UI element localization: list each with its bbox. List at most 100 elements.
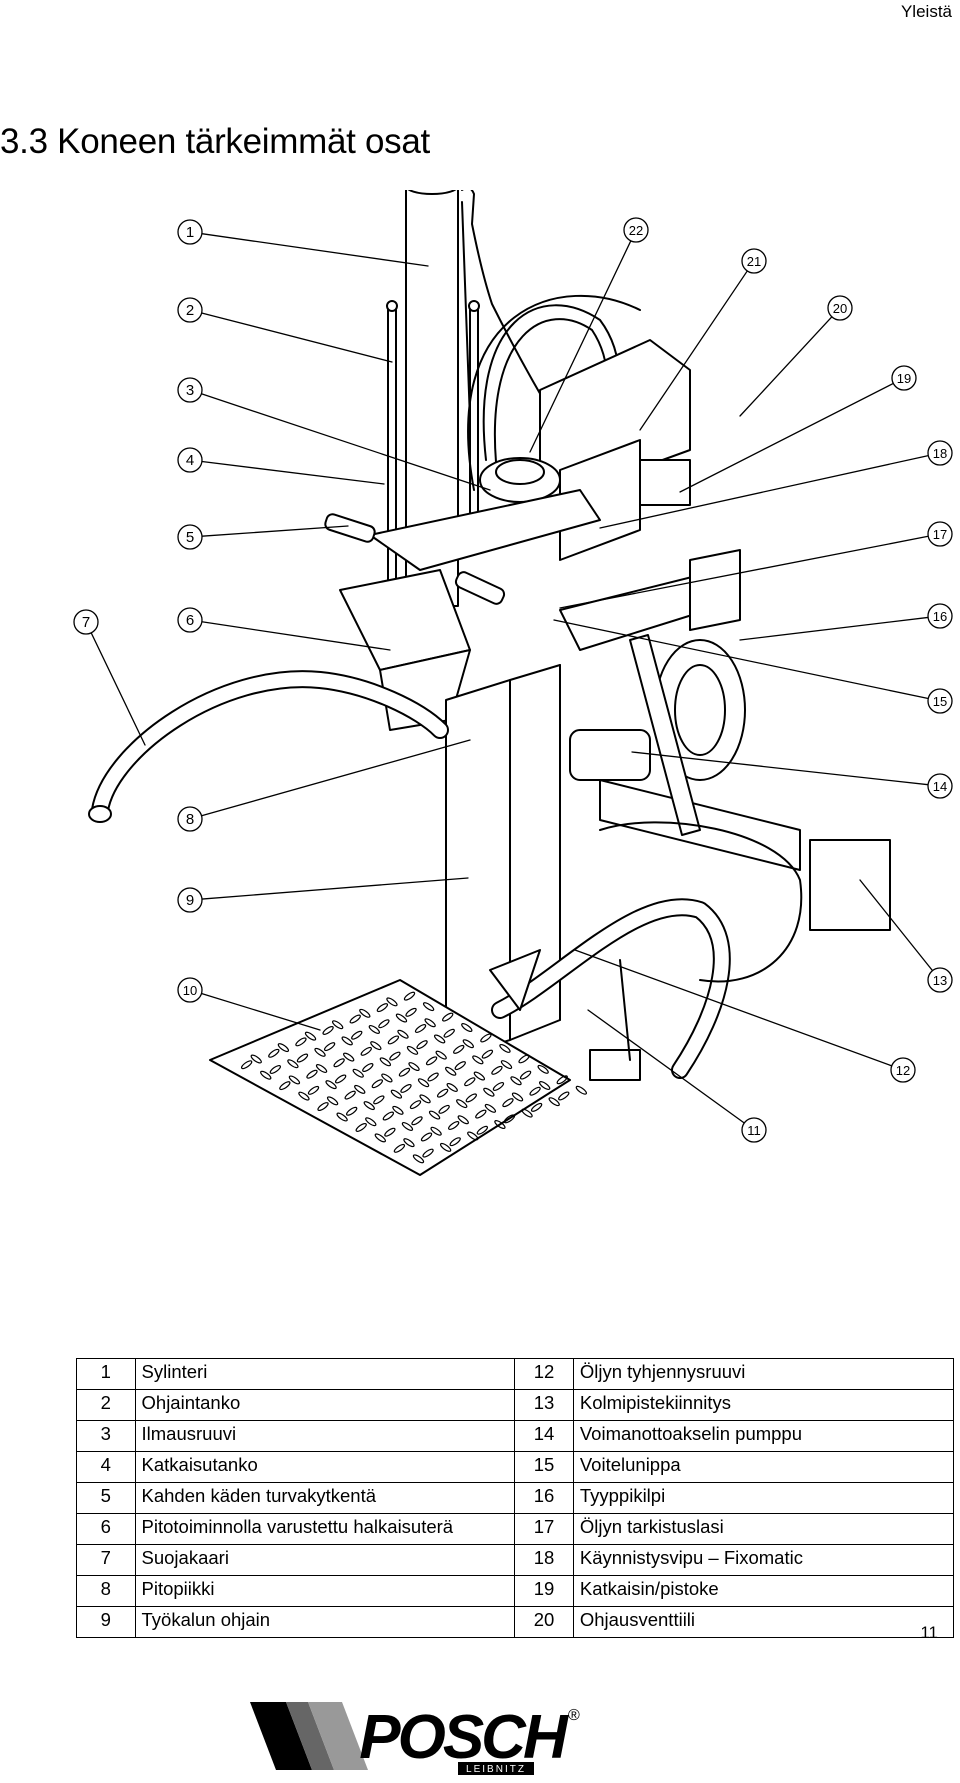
callout-bubble: 11 (741, 1117, 767, 1143)
callout-circle (177, 887, 203, 913)
callout-bubble: 16 (927, 603, 953, 629)
callout-number: 12 (896, 1063, 910, 1078)
callout-bubble: 6 (177, 607, 203, 633)
parts-table-cell-left-num: 8 (76, 1575, 136, 1607)
callout-circle (827, 295, 853, 321)
parts-table-cell-right-name: Voimanottoakselin pumppu (572, 1420, 955, 1452)
parts-table-cell-left-num: 5 (76, 1482, 136, 1514)
callout-number: 6 (186, 612, 194, 629)
callout-circle (927, 688, 953, 714)
callout-leader-line (553, 619, 929, 700)
callout-circle (890, 1057, 916, 1083)
callout-circle (73, 609, 99, 635)
parts-table-cell-left-name: Ohjaintanko (134, 1389, 516, 1421)
callout-bubble: 21 (741, 248, 767, 274)
callout-circle (927, 967, 953, 993)
log-splitter-drawing (88, 190, 891, 1176)
callout-number: 8 (186, 811, 194, 828)
callout-circle (741, 248, 767, 274)
callout-number: 19 (897, 371, 911, 386)
callout-leader-line (587, 1009, 745, 1124)
callout-circle (741, 1117, 767, 1143)
parts-table-cell-left-num: 3 (76, 1420, 136, 1452)
callout-circle (177, 297, 203, 323)
callout-leader-line (679, 382, 894, 493)
callout-bubble: 4 (177, 447, 203, 473)
callout-number: 3 (186, 382, 194, 399)
parts-table-cell-right-name: Ohjausventtiili (572, 1606, 955, 1638)
registered-mark: ® (568, 1707, 580, 1724)
callout-bubble: 22 (623, 217, 649, 243)
callout-number: 13 (933, 973, 947, 988)
callout-number: 21 (747, 254, 761, 269)
posch-logo: POSCH LEIBNITZ ® (250, 1702, 580, 1775)
callout-number: 1 (186, 224, 194, 241)
callout-number: 22 (629, 223, 643, 238)
parts-table-cell-right-num: 19 (514, 1575, 574, 1607)
parts-table-cell-left-num: 7 (76, 1544, 136, 1576)
callout-number: 4 (186, 452, 194, 469)
callout-number: 15 (933, 694, 947, 709)
parts-table-cell-right-name: Tyyppikilpi (572, 1482, 955, 1514)
callout-leader-line (201, 460, 385, 485)
parts-table-cell-right-num: 17 (514, 1513, 574, 1545)
logo-subtext: LEIBNITZ (466, 1764, 526, 1775)
parts-table-cell-right-name: Öljyn tarkistuslasi (572, 1513, 955, 1545)
callout-leader-line (739, 616, 929, 641)
callout-leader-line (201, 621, 391, 651)
callout-bubble: 18 (927, 440, 953, 466)
callout-circle (177, 377, 203, 403)
callout-bubble: 7 (73, 609, 99, 635)
callout-number: 9 (186, 892, 194, 909)
callout-leader-line (631, 751, 929, 786)
parts-table-cell-right-num: 14 (514, 1420, 574, 1452)
parts-table-cell-right-name: Katkaisin/pistoke (572, 1575, 955, 1607)
callout-bubble: 8 (177, 806, 203, 832)
parts-table-cell-left-name: Pitotoiminnolla varustettu halkaisuterä (134, 1513, 516, 1545)
callout-leader-line (201, 525, 349, 537)
callout-number: 11 (747, 1123, 761, 1138)
callout-leader-line (90, 632, 146, 746)
callout-bubble: 14 (927, 773, 953, 799)
callout-bubble: 2 (177, 297, 203, 323)
callout-number: 20 (833, 301, 847, 316)
callout-circle (177, 806, 203, 832)
callout-leader-line (574, 949, 893, 1067)
callout-bubble: 9 (177, 887, 203, 913)
callout-bubble: 1 (177, 219, 203, 245)
callout-bubble: 12 (890, 1057, 916, 1083)
page-number: 11 (920, 1623, 938, 1642)
callout-leader-line (200, 393, 491, 491)
callout-leader-line (559, 535, 929, 609)
callout-leader-line (859, 879, 934, 972)
callout-bubble: 13 (927, 967, 953, 993)
section-header: Yleistä (900, 2, 952, 21)
callout-circle (177, 607, 203, 633)
callout-circle (927, 603, 953, 629)
callout-bubble: 19 (891, 365, 917, 391)
callout-number: 16 (933, 609, 947, 624)
parts-table-cell-left-name: Pitopiikki (134, 1575, 516, 1607)
callout-number: 14 (933, 779, 947, 794)
parts-table-cell-left-num: 1 (76, 1358, 136, 1390)
callout-circle (177, 219, 203, 245)
callout-leader-line (200, 992, 321, 1031)
parts-table-cell-left-num: 4 (76, 1451, 136, 1483)
callout-number: 5 (186, 529, 194, 546)
callout-leader-line (200, 312, 393, 363)
callout-bubble: 3 (177, 377, 203, 403)
parts-table-cell-right-num: 20 (514, 1606, 574, 1638)
parts-table-cell-left-num: 2 (76, 1389, 136, 1421)
parts-table-cell-right-num: 12 (514, 1358, 574, 1390)
callout-leader-line (201, 877, 469, 900)
callout-number: 7 (82, 614, 90, 631)
parts-table-cell-left-name: Suojakaari (134, 1544, 516, 1576)
parts-table-cell-right-num: 18 (514, 1544, 574, 1576)
callout-bubble: 5 (177, 524, 203, 550)
logo-text: POSCH (359, 1703, 569, 1772)
parts-table-cell-left-name: Työkalun ohjain (134, 1606, 516, 1638)
